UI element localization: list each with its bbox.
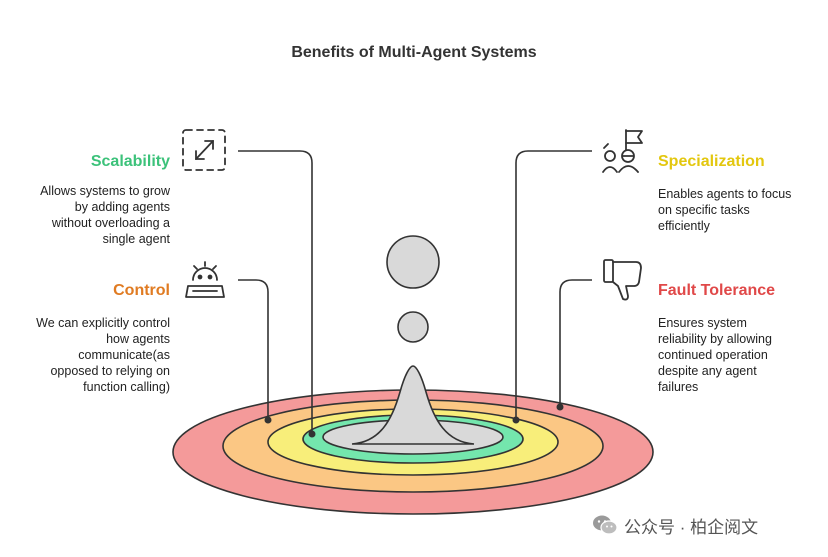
resize-arrows-icon: [182, 129, 226, 171]
specialization-heading: Specialization: [658, 153, 765, 170]
connector-dot-control: [264, 416, 272, 424]
scalability-line: single agent: [102, 232, 170, 246]
droplet-small: [397, 311, 429, 343]
connector-fault-tolerance: [559, 279, 592, 407]
control-line: function calling): [83, 380, 170, 394]
splash-peak: [351, 365, 475, 445]
fault-tolerance-line: continued operation: [658, 348, 768, 362]
control-description: We can explicitly control how agents com…: [0, 315, 170, 395]
specialization-line: efficiently: [658, 219, 710, 233]
connector-dot-specialization: [512, 416, 520, 424]
specialization-line: on specific tasks: [658, 203, 750, 217]
team-flag-icon: [602, 129, 643, 173]
scalability-line: by adding agents: [74, 200, 170, 214]
scalability-line: without overloading a: [51, 216, 170, 230]
specialization-description: Enables agents to focus on specific task…: [658, 186, 823, 234]
fault-tolerance-line: despite any agent: [658, 364, 757, 378]
control-heading: Control: [113, 282, 170, 299]
fault-tolerance-line: Ensures system: [658, 316, 747, 330]
droplet-large: [386, 235, 440, 289]
fault-tolerance-heading: Fault Tolerance: [658, 282, 776, 299]
connector-specialization: [515, 150, 592, 420]
connector-dot-scalability: [308, 430, 316, 438]
control-panel-icon: [185, 261, 225, 298]
connector-dot-fault-tolerance: [556, 403, 564, 411]
watermark-text: 公众号 · 柏企阅文: [624, 517, 759, 537]
fault-tolerance-description: Ensures system reliability by allowing c…: [658, 315, 823, 395]
scalability-line: Allows systems to grow: [40, 184, 170, 198]
thumbs-down-icon: [603, 259, 642, 301]
scalability-heading: Scalability: [90, 153, 170, 170]
control-line: how agents: [106, 332, 170, 346]
watermark: 公众号 · 柏企阅文: [592, 512, 812, 538]
specialization-line: Enables agents to focus: [658, 187, 792, 201]
control-line: We can explicitly control: [36, 316, 170, 330]
scalability-description: Allows systems to grow by adding agents …: [0, 183, 170, 247]
control-line: communicate(as: [78, 348, 170, 362]
connector-scalability: [238, 150, 313, 434]
control-line: opposed to relying on: [50, 364, 170, 378]
fault-tolerance-line: failures: [658, 380, 699, 394]
connector-control: [238, 279, 269, 420]
wechat-icon: [593, 515, 618, 535]
fault-tolerance-line: reliability by allowing: [658, 332, 772, 346]
page-title: Benefits of Multi-Agent Systems: [291, 44, 537, 61]
